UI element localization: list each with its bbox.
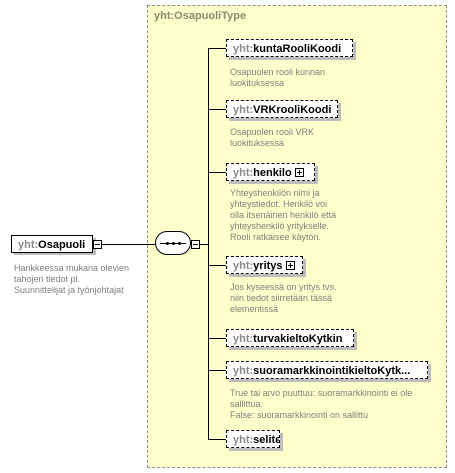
element-prefix: yht: (233, 434, 254, 446)
type-container (147, 5, 447, 468)
root-connector-line (102, 244, 155, 245)
element-yritys[interactable]: yht:yritys (226, 256, 303, 274)
element-description: Osapuolen rooli kunnan luokituksessa (230, 67, 326, 88)
element-selite[interactable]: yht:selite (226, 430, 280, 448)
element-description: Yhteyshenkilön nimi ja yhteystiedot. Hen… (230, 188, 337, 242)
element-description: Jos kyseessä on yritys tvs. niin tiedot … (230, 282, 337, 314)
element-name: suoramarkkinointikieltoKytk... (253, 365, 411, 377)
element-prefix: yht: (233, 333, 254, 345)
root-collapse-icon[interactable] (93, 240, 102, 249)
branch-line (208, 439, 226, 440)
element-prefix: yht: (233, 167, 254, 179)
element-name: turvakieltoKytkin (253, 333, 343, 345)
element-name: yritys (253, 260, 283, 272)
root-element[interactable]: yht:Osapuoli (11, 235, 93, 253)
root-element-prefix: yht: (18, 239, 39, 251)
sequence-connector-line (200, 244, 208, 245)
element-prefix: yht: (233, 104, 254, 116)
expand-plus-icon[interactable] (285, 261, 295, 270)
root-element-description: Hankkeessa mukana olevien tahojen tiedot… (14, 263, 130, 295)
branch-line (208, 172, 226, 173)
element-VRKrooliKoodi[interactable]: yht:VRKrooliKoodi (226, 100, 338, 118)
sequence-compositor-icon (155, 231, 191, 255)
expand-plus-icon[interactable] (294, 168, 304, 177)
element-suoramarkkinointikieltoKytkin[interactable]: yht:suoramarkkinointikieltoKytk... (226, 361, 428, 379)
element-name: VRKrooliKoodi (253, 104, 332, 116)
branch-line (208, 109, 226, 110)
element-prefix: yht: (233, 43, 254, 55)
element-description: True tai arvo puuttuu: suoramarkkinointi… (230, 388, 413, 420)
branch-line (208, 48, 226, 49)
element-prefix: yht: (233, 260, 254, 272)
element-henkilo[interactable]: yht:henkilo (226, 163, 315, 181)
branch-line (208, 265, 226, 266)
sequence-trunk-line (208, 48, 209, 439)
root-element-name: Osapuoli (38, 239, 86, 251)
element-description: Osapuolen rooli VRK luokituksessa (230, 127, 315, 148)
element-prefix: yht: (233, 365, 254, 377)
branch-line (208, 370, 226, 371)
sequence-collapse-icon[interactable] (191, 240, 200, 249)
element-name: selite (253, 434, 280, 446)
element-name: henkilo (253, 167, 292, 179)
element-kuntaRooliKoodi[interactable]: yht:kuntaRooliKoodi (226, 39, 353, 57)
branch-line (208, 338, 226, 339)
element-turvakieltoKytkin[interactable]: yht:turvakieltoKytkin (226, 329, 354, 347)
element-name: kuntaRooliKoodi (253, 43, 342, 55)
type-title: yht:OsapuoliType (154, 10, 247, 22)
